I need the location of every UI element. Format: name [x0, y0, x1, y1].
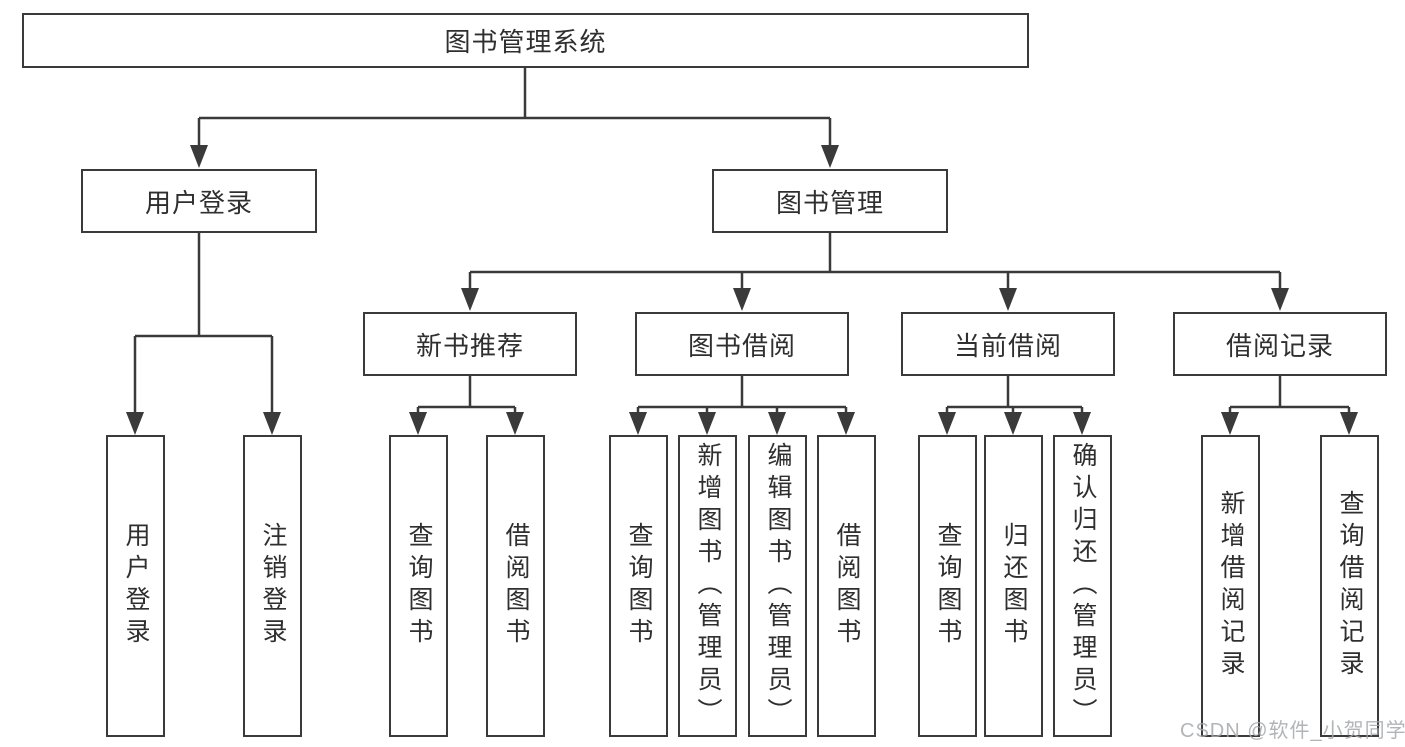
leaf-logout: 注销登录: [243, 435, 302, 737]
leaf-query-books-recommend-label: 查询图书: [405, 522, 433, 650]
leaf-add-borrow-record-label: 新增借阅记录: [1217, 490, 1245, 682]
node-borrowing-records: 借阅记录: [1173, 312, 1387, 376]
leaf-query-borrow-record-label: 查询借阅记录: [1336, 490, 1364, 682]
leaf-user-login: 用户登录: [106, 435, 165, 737]
arrowhead-icons: [126, 145, 1358, 435]
leaf-query-books-current-label: 查询图书: [934, 522, 962, 650]
leaf-user-login-label: 用户登录: [122, 522, 150, 650]
leaf-add-borrow-record: 新增借阅记录: [1201, 435, 1260, 737]
leaf-borrow-books: 借阅图书: [817, 435, 876, 737]
leaf-query-borrow-record: 查询借阅记录: [1320, 435, 1379, 737]
leaf-borrow-books-recommend: 借阅图书: [486, 435, 545, 737]
leaf-confirm-return-admin: 确认归还（管理员）: [1053, 435, 1112, 737]
leaf-add-books-admin: 新增图书（管理员）: [678, 435, 737, 737]
leaf-logout-label: 注销登录: [259, 522, 287, 650]
node-book-management: 图书管理: [712, 169, 948, 233]
leaf-edit-books-admin-label: 编辑图书（管理员）: [764, 442, 792, 730]
leaf-edit-books-admin: 编辑图书（管理员）: [748, 435, 807, 737]
leaf-add-books-admin-label: 新增图书（管理员）: [694, 442, 722, 730]
node-library-management-system: 图书管理系统: [22, 13, 1029, 68]
leaf-query-books-borrow: 查询图书: [609, 435, 668, 737]
leaf-borrow-books-label: 借阅图书: [833, 522, 861, 650]
tree-edges: [133, 68, 1351, 412]
node-current-borrowing: 当前借阅: [901, 312, 1115, 376]
leaf-query-books-current: 查询图书: [918, 435, 977, 737]
node-user-login: 用户登录: [81, 169, 317, 233]
node-book-borrowing: 图书借阅: [635, 312, 849, 376]
node-new-book-recommendation: 新书推荐: [363, 312, 577, 376]
leaf-return-books: 归还图书: [984, 435, 1043, 737]
csdn-watermark: CSDN @软件_小贺同学: [1180, 720, 1405, 742]
leaf-query-books-recommend: 查询图书: [389, 435, 448, 737]
leaf-confirm-return-admin-label: 确认归还（管理员）: [1069, 442, 1097, 730]
leaf-borrow-books-recommend-label: 借阅图书: [502, 522, 530, 650]
leaf-return-books-label: 归还图书: [1000, 522, 1028, 650]
leaf-query-books-borrow-label: 查询图书: [625, 522, 653, 650]
